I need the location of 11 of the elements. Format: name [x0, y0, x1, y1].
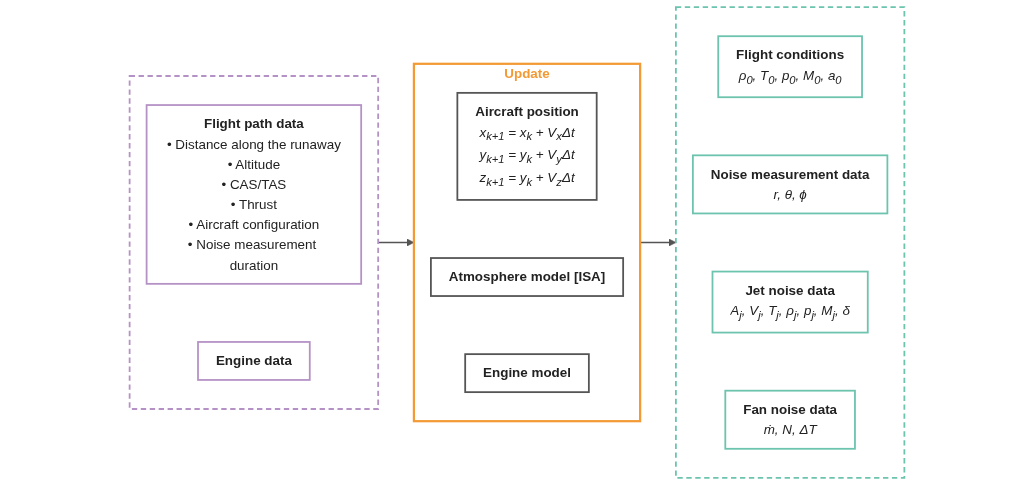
node-box: Jet noise data A$_{j}$, V$_{j}$, T$_{j}$, ρ$_{j}$, p$_{j}$, M$_{j}$, δ [711, 270, 869, 334]
node-box: Engine data [197, 341, 311, 381]
node-box: Flight path data • Distance along the runaway • Altitude • CAS/TAS • Thrust • Aircraft configuration • Noise measurement duration [145, 104, 363, 285]
cluster [675, 6, 906, 479]
node-box: Atmosphere model [ISA] [430, 257, 625, 297]
node-box: Flight conditions ρ$_{0}$, T$_{0}$, p$_{0}$, M$_{0}$, a$_{0}$ [717, 35, 863, 99]
node-box: Aircraft position x$_{k+1}$ = x$_{k}$ + V$_{x}$Δt y$_{k+1}$ = y$_{k}$ + V$_{y}$Δt z$_{k+1}$ = y$_{k}$ + V$_{z}$Δt [456, 91, 598, 201]
node-box: Engine model [464, 353, 590, 394]
node-box: Noise measurement data r, θ, ϕ [692, 154, 889, 215]
node-box: Fan noise data ṁ, N, ΔT [724, 389, 856, 450]
cluster [128, 75, 380, 410]
